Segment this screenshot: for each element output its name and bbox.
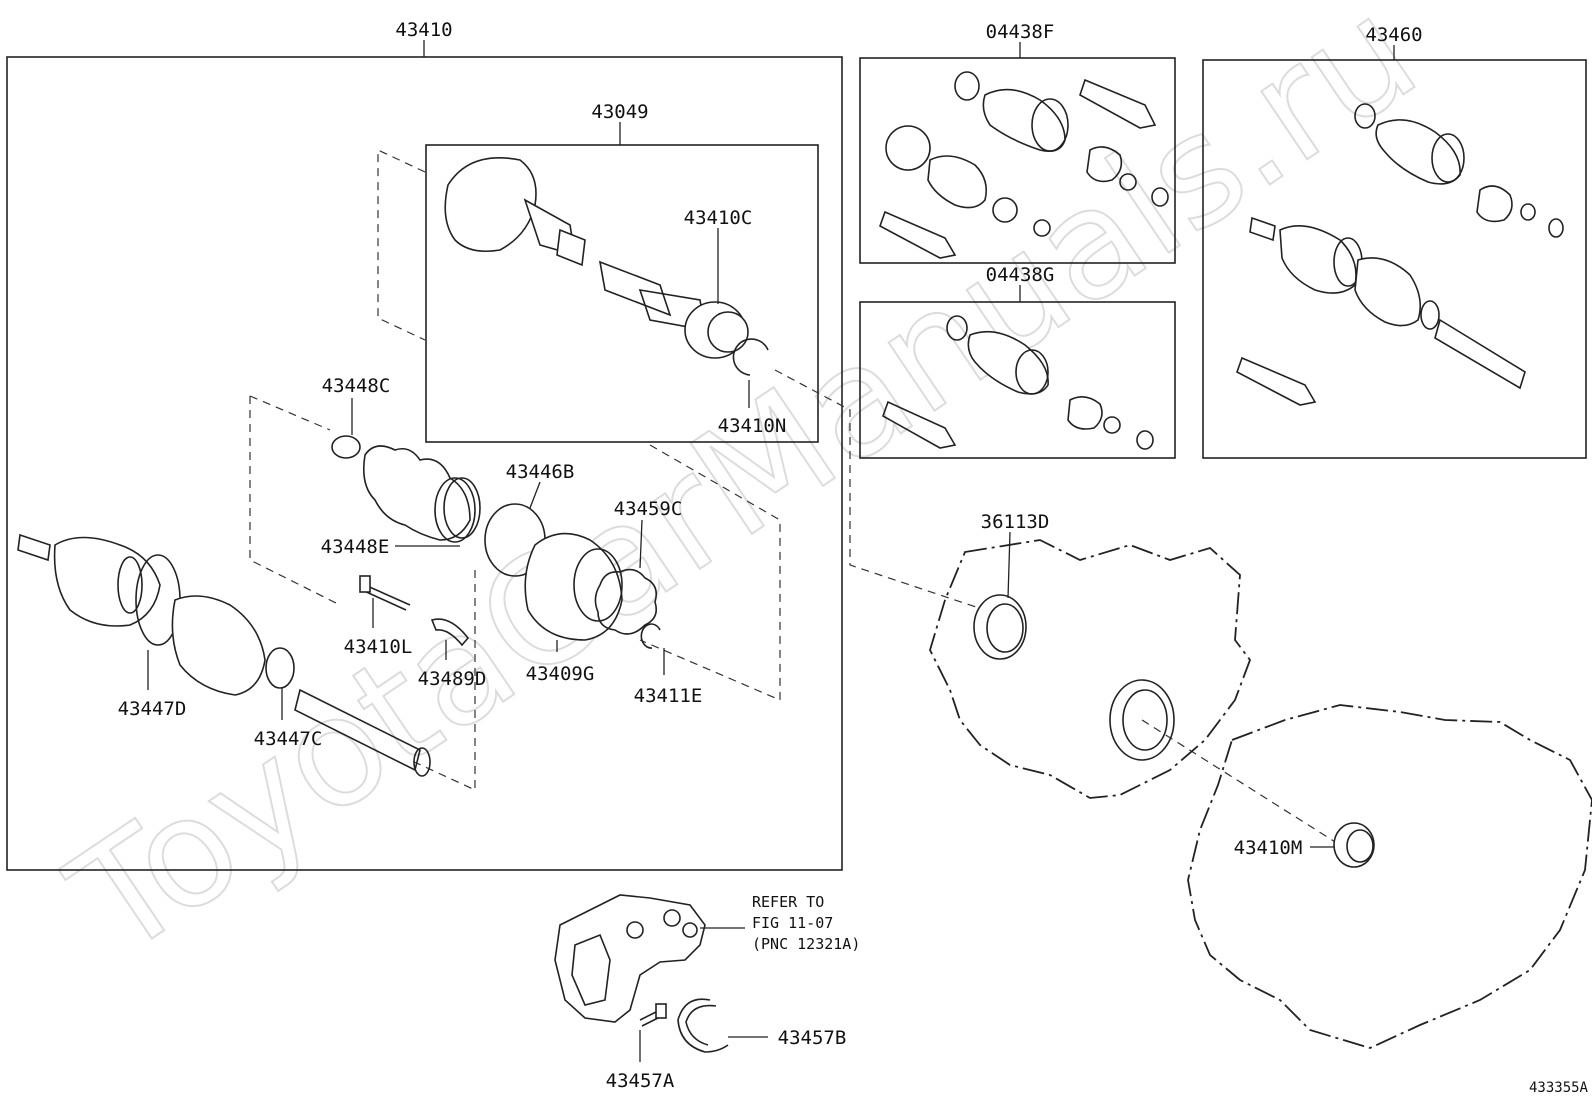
group-04438g: 04438G (859, 264, 1176, 459)
label-43457B[interactable]: 43457B (778, 1027, 847, 1049)
oil-seal-43410m (1333, 822, 1375, 868)
group-label-43460[interactable]: 43460 (1365, 24, 1422, 46)
group-43049: 43049 43410C 43410N (425, 101, 819, 443)
outboard-joint-frame (425, 144, 819, 443)
bolt-43457a (639, 1003, 667, 1062)
bearing-ring-43410c (684, 228, 749, 359)
label-43448C[interactable]: 43448C (322, 375, 391, 397)
label-43448E[interactable]: 43448E (321, 536, 390, 558)
group-43460: 43460 (1202, 24, 1587, 459)
label-43457A[interactable]: 43457A (606, 1070, 675, 1092)
label-43446B[interactable]: 43446B (506, 461, 575, 483)
label-43410C[interactable]: 43410C (684, 207, 753, 229)
bearing-bracket (554, 894, 745, 1023)
dashed-leaders (249, 149, 1341, 846)
label-43409G[interactable]: 43409G (526, 663, 595, 685)
group-label-04438G[interactable]: 04438G (986, 264, 1055, 286)
group-label-04438F[interactable]: 04438F (986, 21, 1055, 43)
group-04438f: 04438F (859, 21, 1176, 264)
label-36113D[interactable]: 36113D (981, 511, 1050, 533)
bolt-43410l (359, 575, 411, 628)
label-43447C[interactable]: 43447C (254, 728, 323, 750)
clip-43489d (430, 618, 470, 660)
group-label-43049[interactable]: 43049 (591, 101, 648, 123)
boot-kit-f-frame (859, 57, 1176, 264)
snap-ring-43411e (640, 623, 665, 675)
boot-kit-g-frame (859, 301, 1176, 459)
diagram-code: 433355A (1529, 1080, 1589, 1096)
label-43410M[interactable]: 43410M (1234, 837, 1303, 859)
group-43410: 43410 (6, 19, 843, 871)
drive-shaft-assembly (17, 533, 431, 777)
outboard-joint-housing (444, 157, 706, 331)
transmission-housing (1187, 704, 1592, 1049)
oil-seal-36113d (973, 594, 1027, 660)
label-43410L[interactable]: 43410L (344, 636, 413, 658)
label-43489D[interactable]: 43489D (418, 668, 487, 690)
reference-note-line1: REFER TO (752, 893, 824, 911)
group-label-43410[interactable]: 43410 (395, 19, 452, 41)
label-43447D[interactable]: 43447D (118, 698, 187, 720)
boot-clamp-43448c (331, 398, 361, 459)
label-43459C[interactable]: 43459C (614, 498, 683, 520)
label-43411E[interactable]: 43411E (634, 685, 703, 707)
snap-ring-43457b (677, 998, 768, 1053)
joint-ring-43459c (594, 519, 658, 635)
reference-note-line2[interactable]: FIG 11-07 (752, 914, 833, 932)
snap-ring-43410n (732, 338, 769, 408)
reference-note-line3: (PNC 12321A) (752, 935, 860, 953)
transaxle-case (929, 531, 1252, 799)
inboard-boot (362, 445, 481, 543)
label-43410N[interactable]: 43410N (718, 415, 787, 437)
